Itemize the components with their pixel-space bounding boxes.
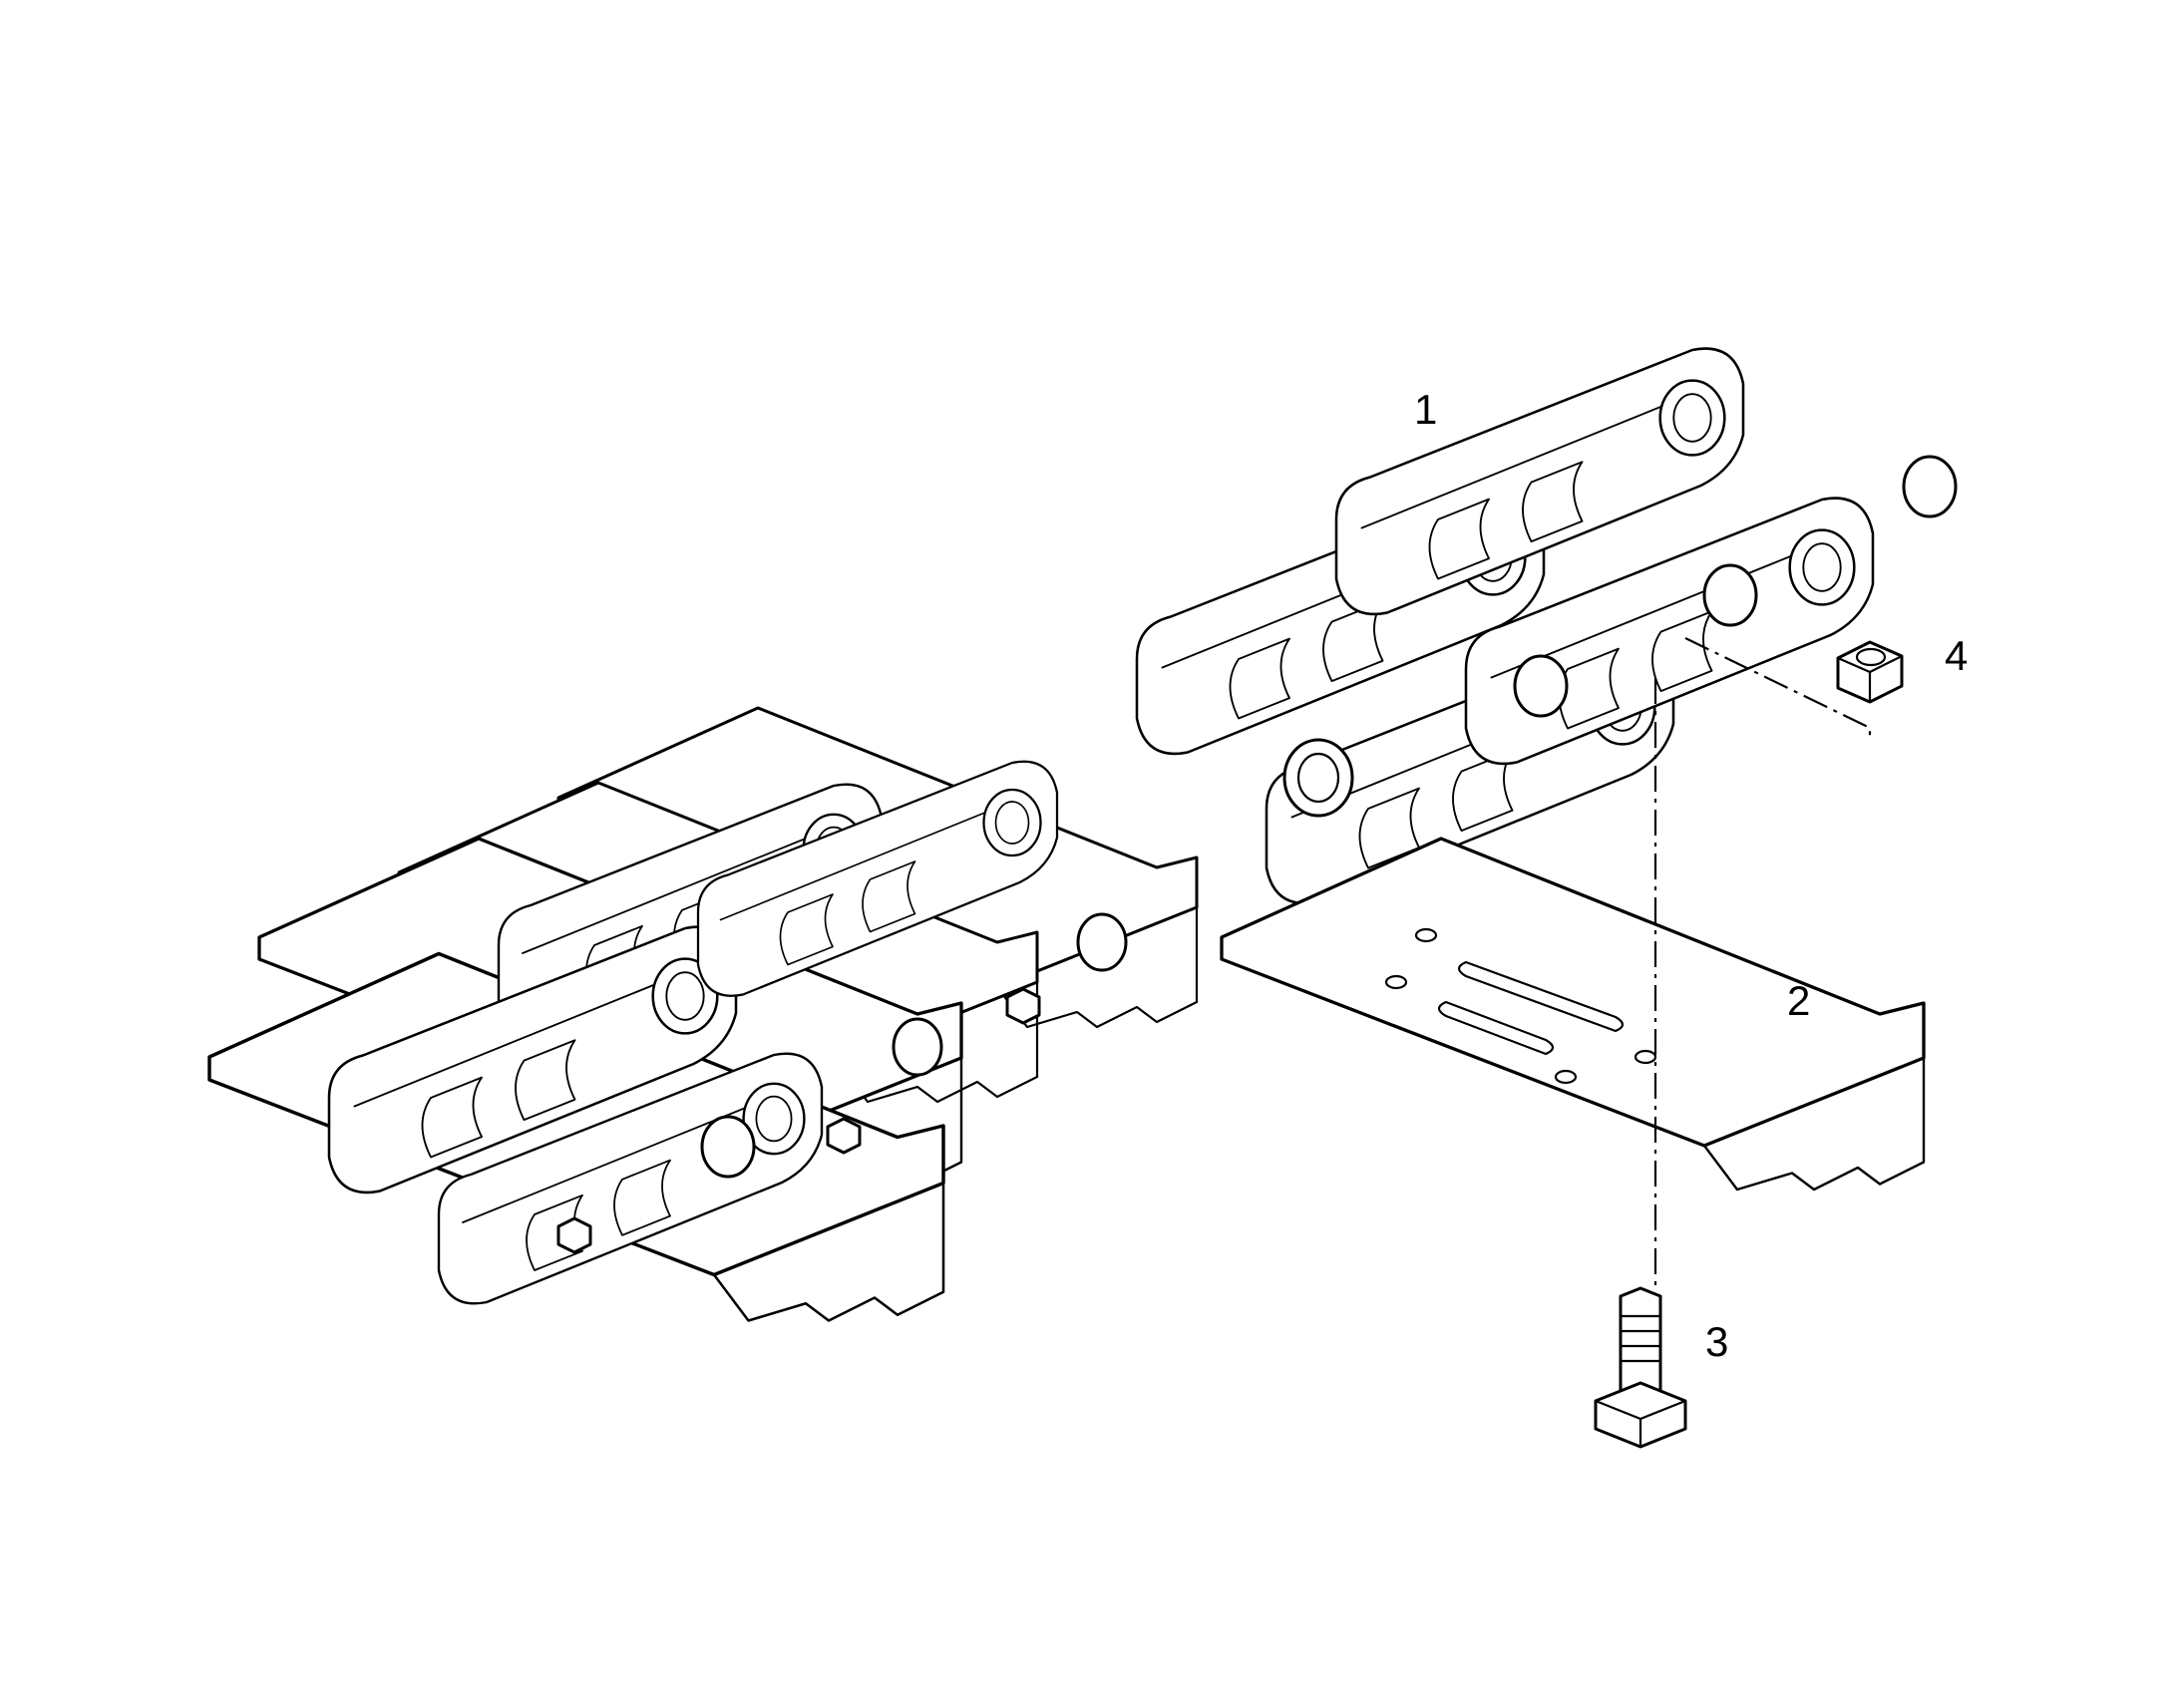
track-link-assembly (1135, 347, 1958, 905)
assembly-centerlines (1653, 637, 1872, 1286)
callout-2-label: 2 (1787, 977, 1810, 1024)
callout-1-label: 1 (1414, 386, 1437, 433)
callout-3-label: 3 (1705, 1318, 1728, 1365)
assembled-track-section (207, 706, 1199, 1323)
track-shoe-plate (1220, 837, 1926, 1192)
bolt-part (1594, 1286, 1687, 1449)
callout-4-label: 4 (1945, 632, 1968, 679)
nut-part (1836, 640, 1904, 704)
